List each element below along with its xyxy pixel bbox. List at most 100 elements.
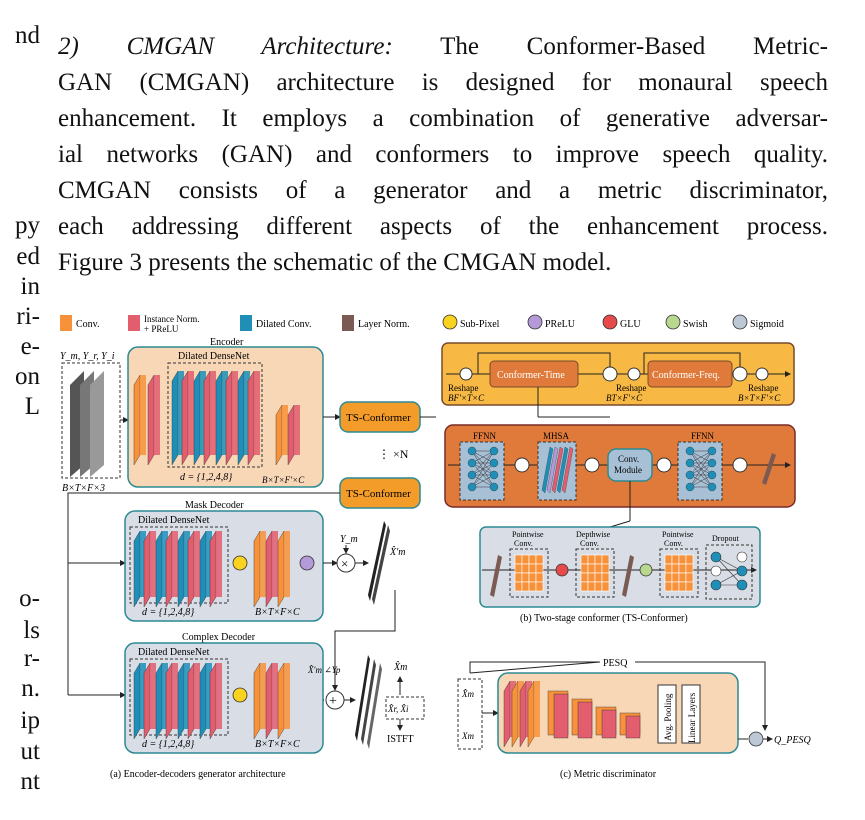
paragraph-line-5: CMGAN consists of a generator and a metr…: [58, 177, 828, 204]
layer-slab: [143, 662, 151, 740]
legend-glu-label: GLU: [620, 319, 641, 330]
cm-layernorm-1: [490, 555, 502, 597]
subpixel-icon: [442, 314, 458, 330]
ym-label: Y_m: [340, 534, 358, 545]
ffnn-nodes-1: [467, 446, 499, 492]
complex-output-conv: [253, 662, 290, 740]
grid-cell: [535, 554, 544, 565]
add-icon-c2: [584, 457, 600, 473]
depthwise-grid: [580, 554, 610, 592]
layer-slab: [287, 404, 295, 466]
grid-cell: [587, 563, 596, 574]
xm-prime-label: X̂′m: [389, 545, 406, 558]
grid-cell: [594, 581, 603, 592]
dropout-nodes: [710, 551, 748, 591]
grid-cell: [601, 572, 610, 583]
layer-slab-face: [254, 371, 260, 455]
grid-cell: [580, 563, 589, 574]
reshape-label-1: Reshape: [448, 383, 479, 393]
add-icon-c4: [732, 457, 748, 473]
ffnn-node: [467, 470, 477, 480]
grid-cell: [535, 572, 544, 583]
layer-slab-face: [188, 371, 194, 455]
add-glyph: +: [329, 694, 337, 709]
grid-cell: [528, 554, 537, 565]
q-pesq-label: Q_PESQ: [774, 735, 811, 746]
left-fragment: e-: [20, 333, 40, 360]
legend-inorm-label: Instance Norm.: [144, 314, 199, 324]
dropout-node: [710, 551, 722, 563]
ffnn-node: [685, 482, 695, 492]
layer-slab: [155, 662, 163, 740]
layer-slab: [237, 370, 245, 466]
mhsa-head: [561, 446, 574, 494]
dropout-node: [736, 551, 748, 563]
dropout-node: [736, 565, 748, 577]
conv-module-label-1: Conv.: [618, 454, 639, 464]
ffnn-node: [707, 446, 717, 456]
grid-cell: [671, 563, 680, 574]
fig-b: Conformer-Time Conformer-Freq. Reshape B…: [441, 342, 796, 624]
mask-densenet-label: Dilated DenseNet: [138, 515, 210, 526]
ts-conformer-2-label: TS-Conformer: [346, 488, 411, 500]
layer-slab-face: [272, 663, 278, 729]
layer-slab: [527, 680, 535, 748]
layer-slab: [277, 530, 285, 608]
complex-decoder-layers: [133, 662, 222, 740]
mask-output-conv: [253, 530, 290, 608]
ts-conformer-1-label: TS-Conformer: [346, 412, 411, 424]
xm-label: X̂m: [393, 660, 407, 673]
sigmoid-icon: [732, 314, 748, 330]
layer-slab-face: [150, 531, 156, 597]
layer-slab-face: [284, 663, 290, 729]
pointwise-label-1: Pointwise: [512, 530, 544, 539]
cm-swish-icon: [639, 563, 653, 577]
grid-cell: [528, 563, 537, 574]
input-spectrograms: [61, 362, 121, 479]
left-fragment: L: [24, 393, 40, 420]
depthwise-label: Depthwise: [576, 530, 611, 539]
grid-cell: [521, 563, 530, 574]
layer-slab: [177, 530, 185, 608]
layer-slab-face: [232, 371, 238, 455]
layer-slab: [193, 370, 201, 466]
legend-conv-label: Conv.: [76, 319, 100, 330]
discriminator-layers: [503, 680, 641, 748]
grid-cell: [528, 572, 537, 583]
complex-decoder-label: Complex Decoder: [182, 632, 256, 643]
dropout-label: Dropout: [712, 534, 739, 543]
ffnn-node: [707, 470, 717, 480]
reshape-label-3: Reshape: [748, 383, 779, 393]
conformer-freq-block: [647, 360, 733, 388]
mask-subpixel-icon: [232, 555, 248, 571]
legend-layernorm-swatch: [342, 315, 354, 331]
layer-slab-face: [534, 681, 540, 737]
layer-slab: [143, 530, 151, 608]
times-n-label: ⋮ ×N: [378, 447, 409, 461]
mhsa-heads: [541, 446, 574, 494]
disc-xm: Xm: [461, 731, 474, 741]
layer-slab: [209, 662, 217, 740]
mask-decoder-label: Mask Decoder: [185, 500, 244, 511]
layer-slab: [277, 662, 285, 740]
grid-cell: [587, 581, 596, 592]
left-fragment: py: [15, 212, 40, 239]
grid-cell: [521, 554, 530, 565]
paragraph-line-3: enhancement. It employs a combination of…: [58, 105, 828, 132]
enc-out-dims: B×T×F′×C: [262, 475, 305, 485]
grid-cell: [514, 563, 523, 574]
mask-out-dims: B×T×F×C: [255, 607, 300, 618]
grid-cell: [601, 554, 610, 565]
disc-sigmoid-icon: [748, 731, 764, 747]
grid-cell: [678, 554, 687, 565]
left-fragment: in: [20, 273, 40, 300]
grid-cell: [594, 572, 603, 583]
layer-slab: [187, 662, 195, 740]
layer-norm-block: [762, 453, 776, 485]
grid-cell: [678, 581, 687, 592]
layer-slab: [133, 374, 141, 466]
layer-slab: [225, 370, 233, 466]
swish-icon: [665, 314, 681, 330]
layer-slab: [519, 680, 527, 748]
grid-cell: [671, 572, 680, 583]
